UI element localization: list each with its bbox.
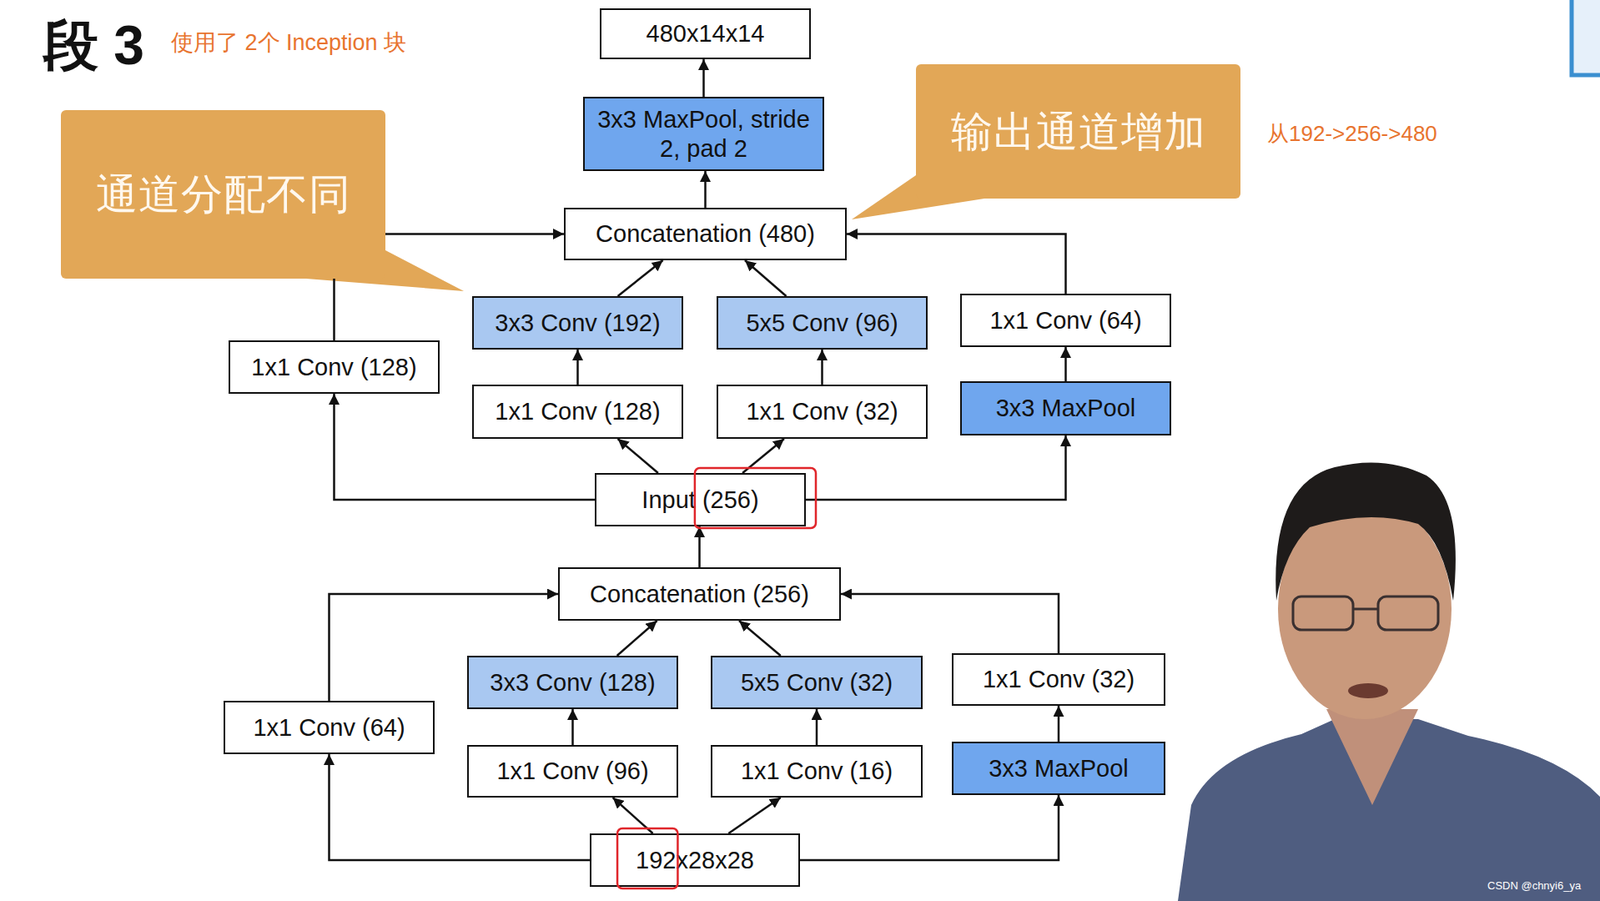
node-label: 3x3 Conv (128) bbox=[489, 668, 655, 698]
flow-arrow bbox=[800, 794, 1059, 861]
glasses bbox=[1293, 596, 1354, 630]
highlight-box bbox=[617, 828, 678, 889]
conv-box: 1x1 Conv (64) bbox=[223, 700, 435, 755]
hair bbox=[1275, 462, 1456, 601]
conv-box: 1x1 Conv (32) bbox=[951, 653, 1166, 706]
conv-box: 1x1 Conv (128) bbox=[472, 384, 684, 439]
flow-arrow bbox=[1064, 347, 1067, 382]
slide-title: 段 3 bbox=[43, 8, 145, 84]
node-label: Concatenation (256) bbox=[589, 579, 810, 609]
flow-arrow bbox=[618, 260, 664, 297]
flow-arrow bbox=[576, 349, 579, 385]
node-label: 通道分配不同 bbox=[95, 169, 352, 220]
callout-box: 输出通道增加 bbox=[915, 64, 1241, 199]
conv-box: 5x5 Conv (96) bbox=[716, 296, 928, 350]
highlight-box bbox=[694, 467, 816, 529]
flow-arrow bbox=[739, 620, 781, 656]
pool-box: 3x3 MaxPool bbox=[951, 741, 1166, 795]
flow-arrow bbox=[744, 260, 787, 297]
flow-arrow bbox=[846, 234, 1067, 295]
glasses bbox=[1378, 596, 1439, 630]
flow-arrow bbox=[742, 438, 785, 473]
conv-box: 1x1 Conv (64) bbox=[960, 293, 1172, 348]
flow-arrow bbox=[820, 349, 824, 385]
node-label: 192x28x28 bbox=[635, 845, 755, 876]
presenter-figure bbox=[1177, 462, 1600, 901]
flow-arrow bbox=[728, 797, 781, 834]
conv-box: 5x5 Conv (32) bbox=[710, 655, 923, 710]
node-label: 5x5 Conv (32) bbox=[740, 668, 893, 698]
flow-arrow bbox=[1057, 705, 1061, 742]
node-label: 1x1 Conv (128) bbox=[251, 352, 417, 383]
node-label: 480x14x14 bbox=[646, 19, 765, 49]
concat-box: Concatenation (256) bbox=[558, 567, 841, 621]
node-label: Concatenation (480) bbox=[595, 219, 816, 249]
conv-box: 1x1 Conv (32) bbox=[716, 384, 928, 439]
logo-corner bbox=[1571, 0, 1600, 76]
input-box: Input (256) bbox=[594, 472, 806, 527]
node-label: 1x1 Conv (16) bbox=[740, 756, 893, 786]
node-label: 1x1 Conv (96) bbox=[496, 756, 649, 786]
node-label: 1x1 Conv (64) bbox=[989, 306, 1142, 336]
node-label: 3x3 MaxPool, stride 2, pad 2 bbox=[584, 105, 823, 164]
flow-arrow bbox=[618, 438, 659, 473]
input-shape-box: 192x28x28 bbox=[589, 833, 800, 887]
concat-box: Concatenation (480) bbox=[563, 207, 847, 261]
pool-box: 3x3 MaxPool bbox=[960, 381, 1172, 436]
node-label: 1x1 Conv (128) bbox=[494, 397, 660, 427]
neck bbox=[1326, 709, 1419, 806]
flow-arrow bbox=[840, 593, 1059, 654]
node-label: 3x3 MaxPool bbox=[996, 393, 1137, 423]
watermark: CSDN @chnyi6_ya bbox=[1487, 879, 1581, 892]
conv-box: 1x1 Conv (96) bbox=[467, 744, 679, 798]
conv-box: 3x3 Conv (192) bbox=[472, 296, 684, 350]
node-label: 1x1 Conv (64) bbox=[252, 713, 405, 743]
flow-arrow bbox=[815, 709, 819, 745]
node-label: 3x3 Conv (192) bbox=[494, 308, 660, 338]
node-label: 1x1 Conv (32) bbox=[745, 397, 898, 427]
flow-arrow bbox=[704, 171, 707, 208]
node-label: 1x1 Conv (32) bbox=[982, 664, 1135, 695]
node-label: 输出通道增加 bbox=[950, 106, 1207, 157]
flow-arrow bbox=[613, 797, 654, 834]
annotation-note: 从192->256->480 bbox=[1267, 119, 1438, 149]
flow-arrow bbox=[571, 709, 574, 745]
subtitle-note: 使用了 2个 Inception 块 bbox=[171, 27, 407, 58]
conv-box: 1x1 Conv (16) bbox=[710, 744, 923, 798]
pool-box: 3x3 MaxPool, stride 2, pad 2 bbox=[583, 96, 825, 172]
callout-box: 通道分配不同 bbox=[60, 110, 386, 279]
output-shape-box: 480x14x14 bbox=[599, 8, 811, 60]
glasses bbox=[1353, 608, 1379, 611]
flow-arrow bbox=[805, 435, 1067, 500]
flow-arrow bbox=[617, 620, 658, 656]
conv-box: 1x1 Conv (128) bbox=[228, 340, 440, 394]
mouth bbox=[1348, 683, 1389, 699]
flow-arrow bbox=[702, 59, 705, 97]
flow-arrow bbox=[698, 526, 701, 568]
node-label: 5x5 Conv (96) bbox=[745, 308, 898, 338]
conv-box: 3x3 Conv (128) bbox=[467, 655, 679, 710]
node-label: Input (256) bbox=[641, 485, 759, 515]
node-label: 3x3 MaxPool bbox=[988, 754, 1129, 784]
